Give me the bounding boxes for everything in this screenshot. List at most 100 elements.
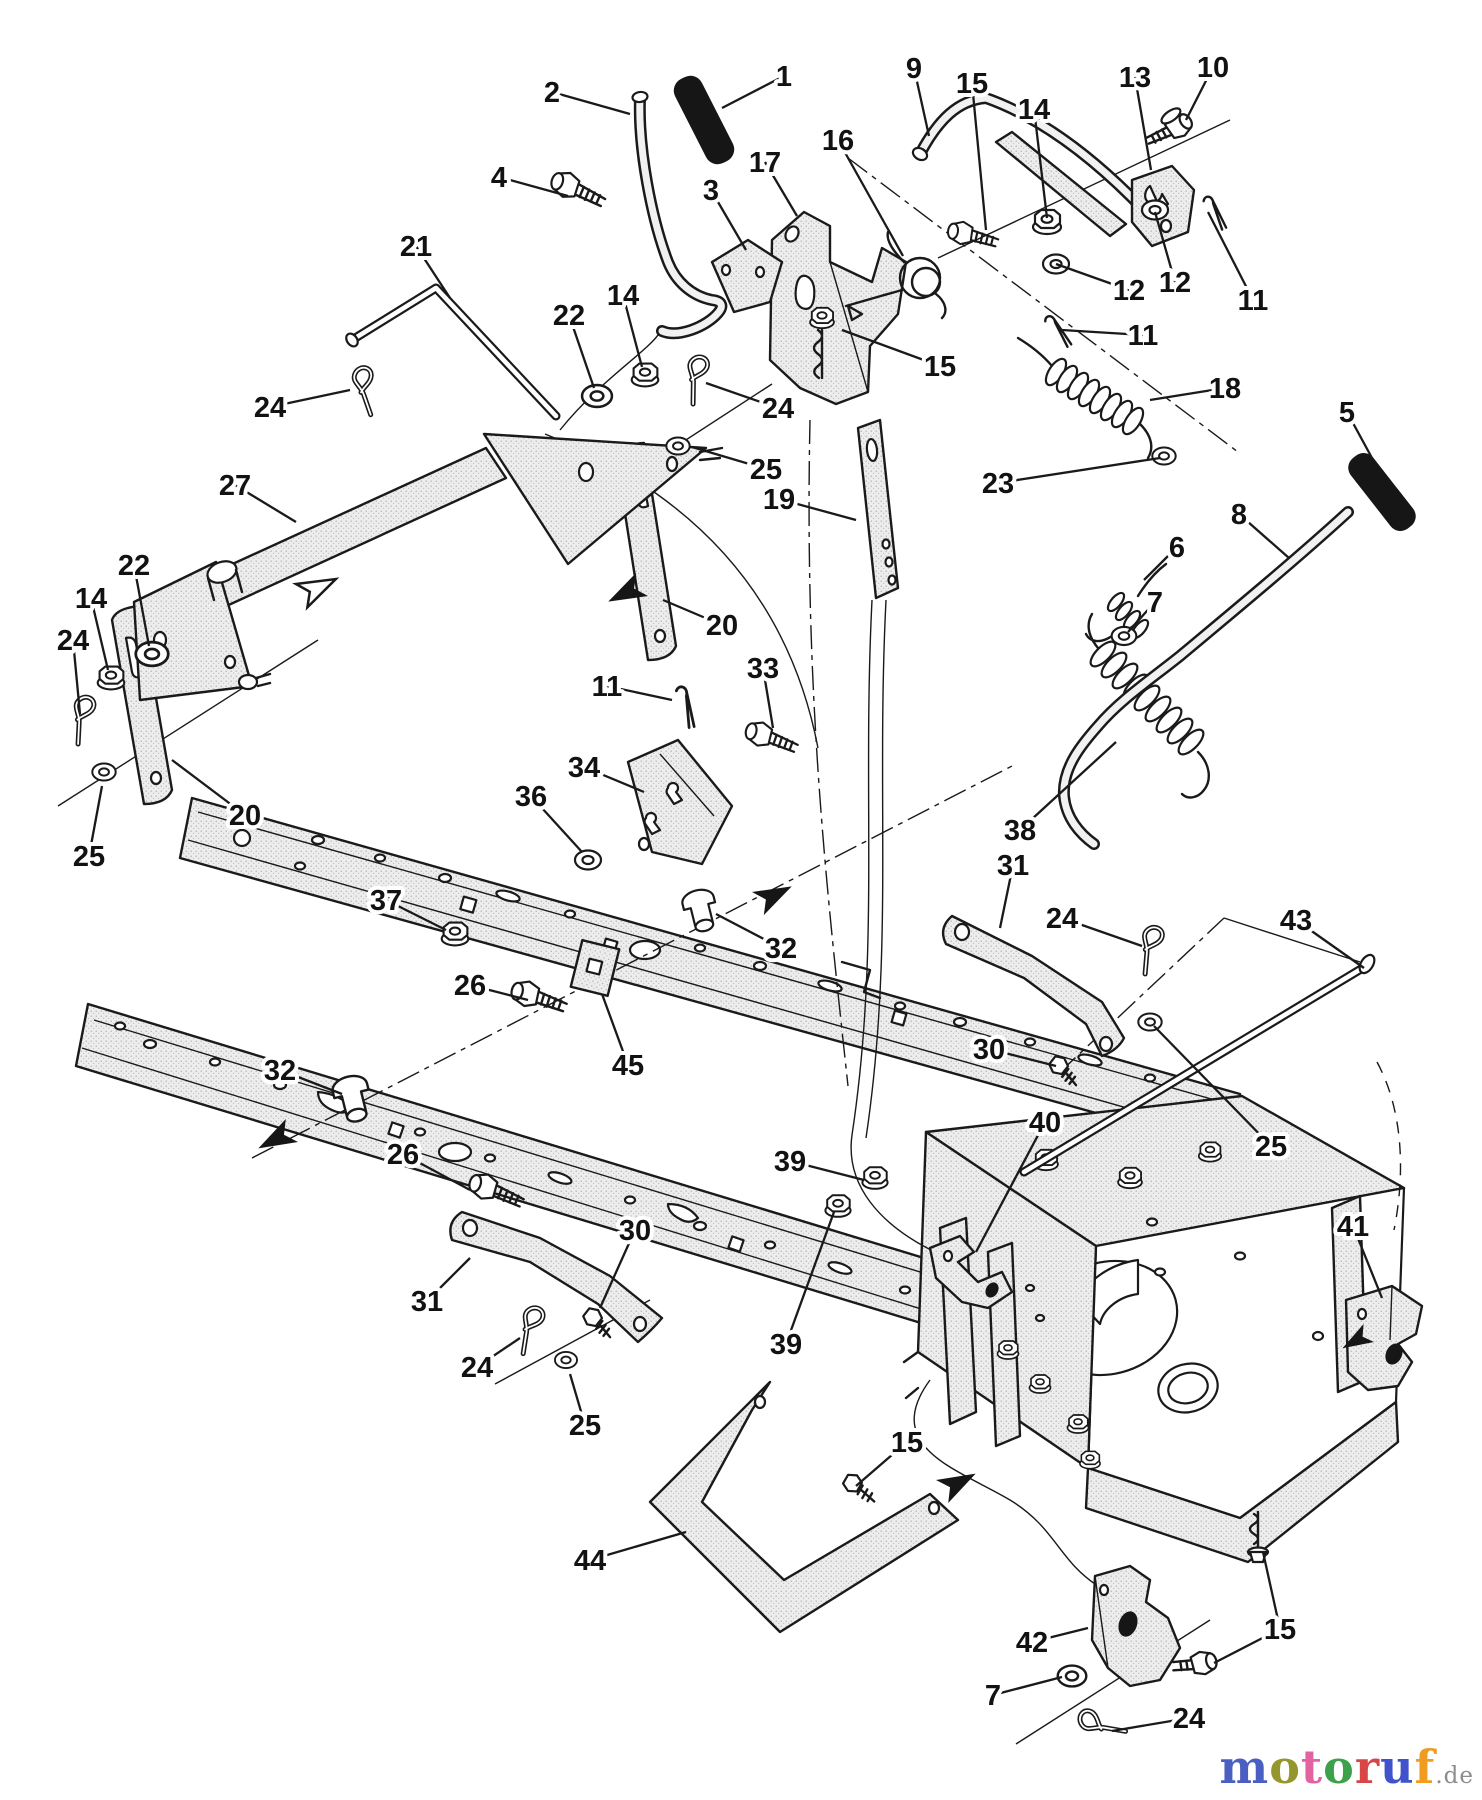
lift-arm-27 — [132, 432, 724, 702]
callout-11: 11 — [1128, 320, 1159, 352]
callout-24: 24 — [461, 1352, 493, 1384]
bracket-34 — [626, 738, 734, 866]
leader-line — [1111, 1716, 1190, 1733]
nut-14-mid — [630, 362, 660, 388]
callout-12: 12 — [1113, 275, 1145, 307]
washer-22-left — [134, 640, 170, 668]
arm-31-upper — [941, 914, 1126, 1058]
callout-3: 3 — [703, 175, 719, 207]
callout-24: 24 — [1046, 903, 1078, 935]
leader-line — [279, 1068, 343, 1096]
spring-18 — [1016, 336, 1153, 460]
watermark-letter: t — [1300, 1740, 1324, 1794]
watermark-letter: r — [1354, 1740, 1381, 1794]
callout-31: 31 — [997, 850, 1029, 882]
leader-line — [1295, 919, 1365, 969]
callout-13: 13 — [1119, 62, 1151, 94]
washer-12b — [1140, 199, 1170, 221]
callout-25: 25 — [750, 454, 782, 486]
callout-27: 27 — [219, 470, 251, 502]
leader-line — [1031, 1626, 1089, 1644]
torsion-spring-6 — [1084, 562, 1168, 643]
callout-42: 42 — [1016, 1627, 1048, 1659]
callout-12: 12 — [1159, 267, 1191, 299]
nut-39a — [861, 1166, 889, 1190]
callout-36: 36 — [515, 781, 547, 813]
leader-line — [721, 74, 785, 110]
callout-45: 45 — [612, 1050, 644, 1082]
u-bracket-44 — [648, 1380, 960, 1634]
callout-11: 11 — [1238, 285, 1269, 317]
callout-23: 23 — [982, 468, 1014, 500]
callout-1: 1 — [776, 61, 792, 93]
callout-19: 19 — [763, 484, 795, 516]
leader-line — [1213, 1627, 1281, 1665]
callout-26: 26 — [454, 970, 486, 1002]
leader-line — [691, 445, 767, 471]
callout-7: 7 — [1147, 587, 1163, 619]
leader-line — [1127, 601, 1156, 633]
callout-22: 22 — [118, 550, 150, 582]
torsion-spring-16 — [844, 230, 947, 320]
leader-line — [1055, 262, 1130, 292]
callout-14: 14 — [1018, 94, 1050, 126]
callout-30: 30 — [973, 1034, 1005, 1066]
leader-line — [912, 67, 931, 137]
watermark-letter: f — [1414, 1740, 1436, 1794]
leader-line — [1184, 66, 1215, 121]
leader-line — [1143, 546, 1178, 581]
leader-line — [1061, 916, 1143, 948]
callout-7: 7 — [985, 1680, 1001, 1712]
leader-line — [1133, 76, 1153, 171]
callout-24: 24 — [762, 393, 794, 425]
callout-37: 37 — [370, 885, 402, 917]
bolt-15-bottom — [1172, 1650, 1218, 1676]
callout-17: 17 — [749, 147, 781, 179]
watermark-letter: u — [1380, 1740, 1415, 1794]
leader-line — [89, 597, 110, 671]
leader-line — [662, 598, 723, 627]
leader-line — [836, 139, 905, 257]
callout-15: 15 — [956, 68, 988, 100]
callout-30: 30 — [619, 1215, 651, 1247]
leader-line — [621, 294, 644, 368]
callout-25: 25 — [569, 1410, 601, 1442]
callout-43: 43 — [1280, 905, 1312, 937]
callout-14: 14 — [607, 280, 639, 312]
leader-line — [784, 1211, 836, 1345]
leader-line — [426, 1257, 471, 1302]
callout-2: 2 — [544, 77, 560, 109]
leader-line — [1019, 741, 1117, 831]
leader-line — [1206, 211, 1255, 301]
leader-line — [469, 983, 529, 1002]
lift-handle-rod-2 — [631, 90, 728, 340]
watermark-motoruf[interactable]: motoruf.de — [1220, 1740, 1474, 1794]
leader-line — [705, 381, 779, 410]
callout-11: 11 — [592, 671, 623, 703]
leader-line — [1351, 1225, 1384, 1299]
callout-14: 14 — [75, 583, 107, 615]
leader-line — [1153, 1025, 1272, 1147]
leader-line — [589, 1530, 687, 1562]
leader-line — [530, 795, 583, 853]
callout-32: 32 — [765, 933, 797, 965]
washer-23 — [1151, 446, 1177, 466]
screw-15-falling — [1246, 1510, 1270, 1564]
callout-41: 41 — [1337, 1211, 1369, 1243]
callout-20: 20 — [229, 800, 261, 832]
callout-44: 44 — [574, 1545, 606, 1577]
watermark-letter: o — [1323, 1740, 1355, 1794]
callout-24: 24 — [57, 625, 89, 657]
callout-21: 21 — [400, 231, 432, 263]
leader-line — [1238, 513, 1290, 559]
leader-line — [600, 993, 630, 1066]
nut-39b — [824, 1194, 852, 1218]
leader-line — [710, 189, 747, 251]
leader-line — [970, 82, 988, 231]
leader-line — [974, 1121, 1047, 1253]
callout-6: 6 — [1169, 532, 1185, 564]
leader-line — [476, 1337, 521, 1368]
callout-9: 9 — [906, 53, 922, 85]
leader-line — [606, 684, 673, 702]
